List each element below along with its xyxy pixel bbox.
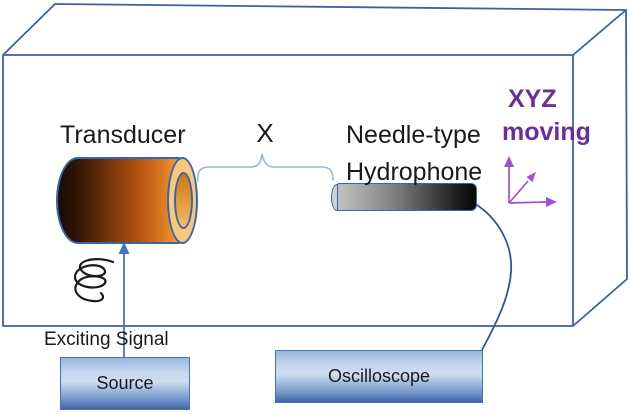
moving-label: moving [502,118,591,146]
hydrophone-label-line1: Needle-type [346,121,481,149]
xyz-axes-icon [504,156,557,207]
oscilloscope-box: Oscilloscope [275,350,483,403]
transducer-label: Transducer [60,121,186,149]
water-tank-outline [2,3,628,327]
distance-x-label: X [256,118,274,148]
transducer-aperture [174,172,193,229]
xyz-label: XYZ [508,85,557,113]
source-box: Source [60,357,190,410]
hydrophone-label: Needle-type Hydrophone [346,117,482,191]
signal-arrow [118,242,130,357]
source-label: Source [96,373,154,393]
hydrophone-cylinder [337,183,477,211]
hydrophone-label-line2: Hydrophone [346,158,483,186]
hydrophone-cable [473,202,512,351]
exciting-signal-label: Exciting Signal [44,329,169,350]
oscilloscope-label: Oscilloscope [327,366,431,386]
distance-brace [197,153,334,182]
spring-waveform-icon [73,258,115,303]
